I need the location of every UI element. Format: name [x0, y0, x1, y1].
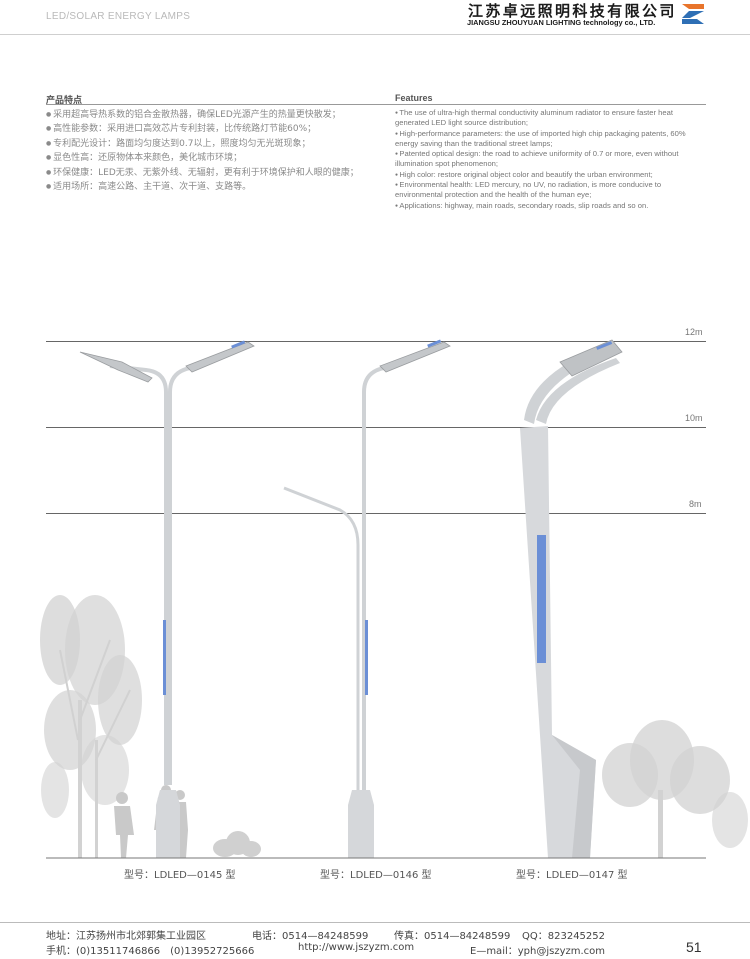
- list-item: 环保健康：LED无汞、无紫外线、无辐射，更有利于环境保护和人眼的健康；: [46, 166, 384, 180]
- lamp-ldled-0146: [283, 339, 451, 858]
- footer-fax: 传真：0514—84248599: [394, 931, 511, 942]
- list-item: 适用场所：高速公路、主干道、次干道、支路等。: [46, 180, 384, 194]
- height-line-12m: [46, 341, 706, 342]
- height-label-10m: 10m: [685, 413, 703, 423]
- height-label-12m: 12m: [685, 327, 703, 337]
- company-name-en: JIANGSU ZHOUYUAN LIGHTING technology co.…: [467, 18, 656, 27]
- company-logo: [682, 4, 704, 24]
- list-item: The use of ultra-high thermal conductivi…: [395, 108, 707, 129]
- list-item: Applications: highway, main roads, secon…: [395, 201, 707, 211]
- footer-address: 地址：江苏扬州市北郊郭集工业园区: [46, 931, 206, 942]
- list-item: Environmental health: LED mercury, no UV…: [395, 180, 707, 201]
- list-item: Patented optical design: the road to ach…: [395, 149, 707, 170]
- features-cn-title: 产品特点: [46, 95, 83, 105]
- footer-email-link[interactable]: E—mail：yph@jszyzm.com: [470, 946, 606, 957]
- footer-mobile: 手机：(0)13511746866 (0)13952725666: [46, 946, 255, 957]
- list-item: 专利配光设计：路面均匀度达到0.7以上，照度均匀无光斑现象；: [46, 137, 384, 151]
- height-label-8m: 8m: [689, 499, 702, 509]
- features-divider: [46, 104, 706, 105]
- footer-divider: [0, 922, 750, 923]
- footer-qq: QQ：823245252: [522, 931, 606, 942]
- list-item: 显色性高：还原物体本来颜色，美化城市环境；: [46, 151, 384, 165]
- bush-icon: [213, 831, 261, 857]
- footer-website-link[interactable]: http://www.jszyzm.com: [298, 942, 415, 953]
- model-label-0145: 型号：LDLED—0145 型: [124, 870, 236, 881]
- list-item: High-performance parameters: the use of …: [395, 129, 707, 150]
- model-label-0146: 型号：LDLED—0146 型: [320, 870, 432, 881]
- height-line-8m: [46, 513, 706, 514]
- features-en-list: The use of ultra-high thermal conductivi…: [395, 108, 707, 211]
- features-cn-list: 采用超高导热系数的铝合金散热器，确保LED光源产生的热量更快散发； 高性能参数：…: [46, 108, 384, 194]
- list-item: 采用超高导热系数的铝合金散热器，确保LED光源产生的热量更快散发；: [46, 108, 384, 122]
- features-en-title: Features: [395, 93, 433, 103]
- tree-right-icon: [602, 720, 748, 858]
- category-label: LED/SOLAR ENERGY LAMPS: [46, 11, 191, 22]
- page-number: 51: [686, 939, 702, 955]
- list-item: 高性能参数：采用进口高效芯片专利封装，比传统路灯节能60%；: [46, 122, 384, 136]
- header-divider: [0, 34, 750, 35]
- lamp-ldled-0145: [79, 340, 255, 858]
- street-lamp-illustration: [40, 339, 748, 859]
- list-item: High color: restore original object colo…: [395, 170, 707, 180]
- tree-left-icon: [40, 595, 142, 858]
- footer-phone: 电话：0514—84248599: [252, 931, 369, 942]
- height-line-10m: [46, 427, 706, 428]
- company-name-cn: 江苏卓远照明科技有限公司: [468, 2, 677, 20]
- lamp-ldled-0147: [520, 339, 623, 858]
- model-label-0147: 型号：LDLED—0147 型: [516, 870, 628, 881]
